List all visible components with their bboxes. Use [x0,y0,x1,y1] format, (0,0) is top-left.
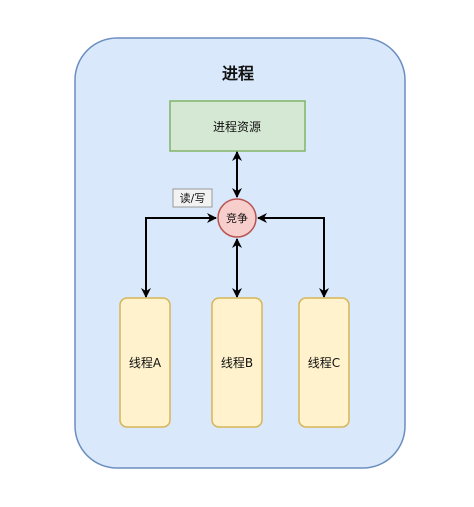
thread-a-label: 线程A [129,355,162,370]
process-resource-label: 进程资源 [213,119,261,134]
rw-label-box [172,188,213,208]
process-title: 进程 [222,64,254,83]
thread-a-box [119,297,171,428]
thread-c-box [298,297,350,428]
process-resource-box [169,100,306,152]
arrow-compete-thread-c [257,213,329,298]
thread-b-box [211,297,263,428]
compete-node [217,198,257,238]
thread-c-label: 线程C [308,355,340,370]
arrow-compete-thread-a [141,213,217,298]
thread-b-label: 线程B [221,355,253,370]
rw-label: 读/写 [180,191,206,205]
compete-label: 竞争 [226,211,248,225]
